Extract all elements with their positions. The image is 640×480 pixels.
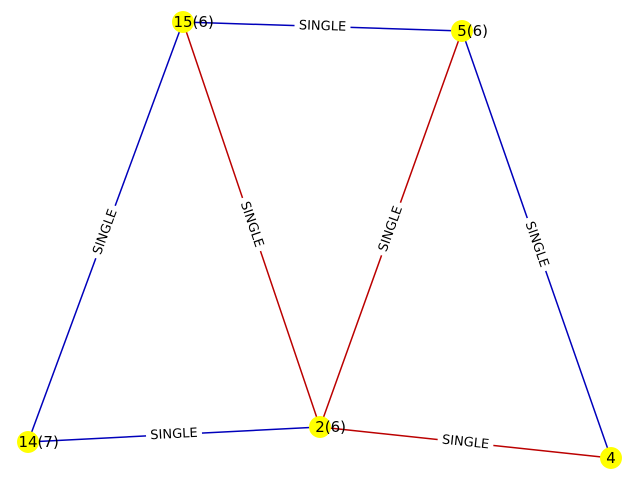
node-degree-badge: (7) <box>38 433 59 451</box>
edge-label-background <box>374 199 408 259</box>
node-degree-badge: (6) <box>325 418 346 436</box>
edge-label-background <box>234 195 269 254</box>
nodes-layer: 15(6)5(6)14(7)2(6)4 <box>17 11 622 469</box>
node-circle <box>600 447 622 469</box>
node-15: 15(6) <box>172 11 214 33</box>
edge-label-background <box>145 425 203 444</box>
node-label: 5 <box>457 22 467 40</box>
node-4: 4 <box>600 447 622 469</box>
node-circle <box>17 431 39 453</box>
node-label: 15 <box>173 13 192 31</box>
edge-label-background <box>294 17 351 36</box>
edges-layer: SINGLE SINGLE SINGLE SINGLE SINGLE SINGLE SING… <box>27 17 612 459</box>
edge-label-2-4: SINGLE <box>436 431 495 454</box>
node-14: 14(7) <box>17 431 59 453</box>
node-label: 14 <box>18 433 37 451</box>
edge-label-background <box>88 202 123 262</box>
node-circle <box>451 20 473 42</box>
node-degree-badge: (6) <box>467 22 488 40</box>
node-degree-badge: (6) <box>193 13 214 31</box>
edge-label-15-14: SINGLE <box>88 202 123 262</box>
edge-label-text: SINGLE <box>150 426 198 443</box>
edge-label-5-4: SINGLE <box>519 215 554 274</box>
edge-label-text: SINGLE <box>90 207 120 257</box>
edge-label-text: SINGLE <box>376 204 406 254</box>
edge-label-background <box>436 431 495 454</box>
node-5: 5(6) <box>451 20 488 42</box>
edge-label-14-2: SINGLE <box>145 425 203 444</box>
edge-label-text: SINGLE <box>441 433 490 453</box>
node-circle <box>309 416 331 438</box>
node-circle <box>172 11 194 33</box>
edge-label-5-2: SINGLE <box>374 199 408 259</box>
node-2: 2(6) <box>309 416 346 438</box>
edge-label-15-2: SINGLE <box>234 195 269 254</box>
node-label: 2 <box>315 418 325 436</box>
edge-label-15-5: SINGLE <box>294 17 351 36</box>
edge-label-text: SINGLE <box>522 220 552 270</box>
edge-label-background <box>519 215 554 274</box>
edge-label-text: SINGLE <box>299 18 347 35</box>
edge-label-text: SINGLE <box>237 200 266 250</box>
node-label: 4 <box>606 449 616 467</box>
